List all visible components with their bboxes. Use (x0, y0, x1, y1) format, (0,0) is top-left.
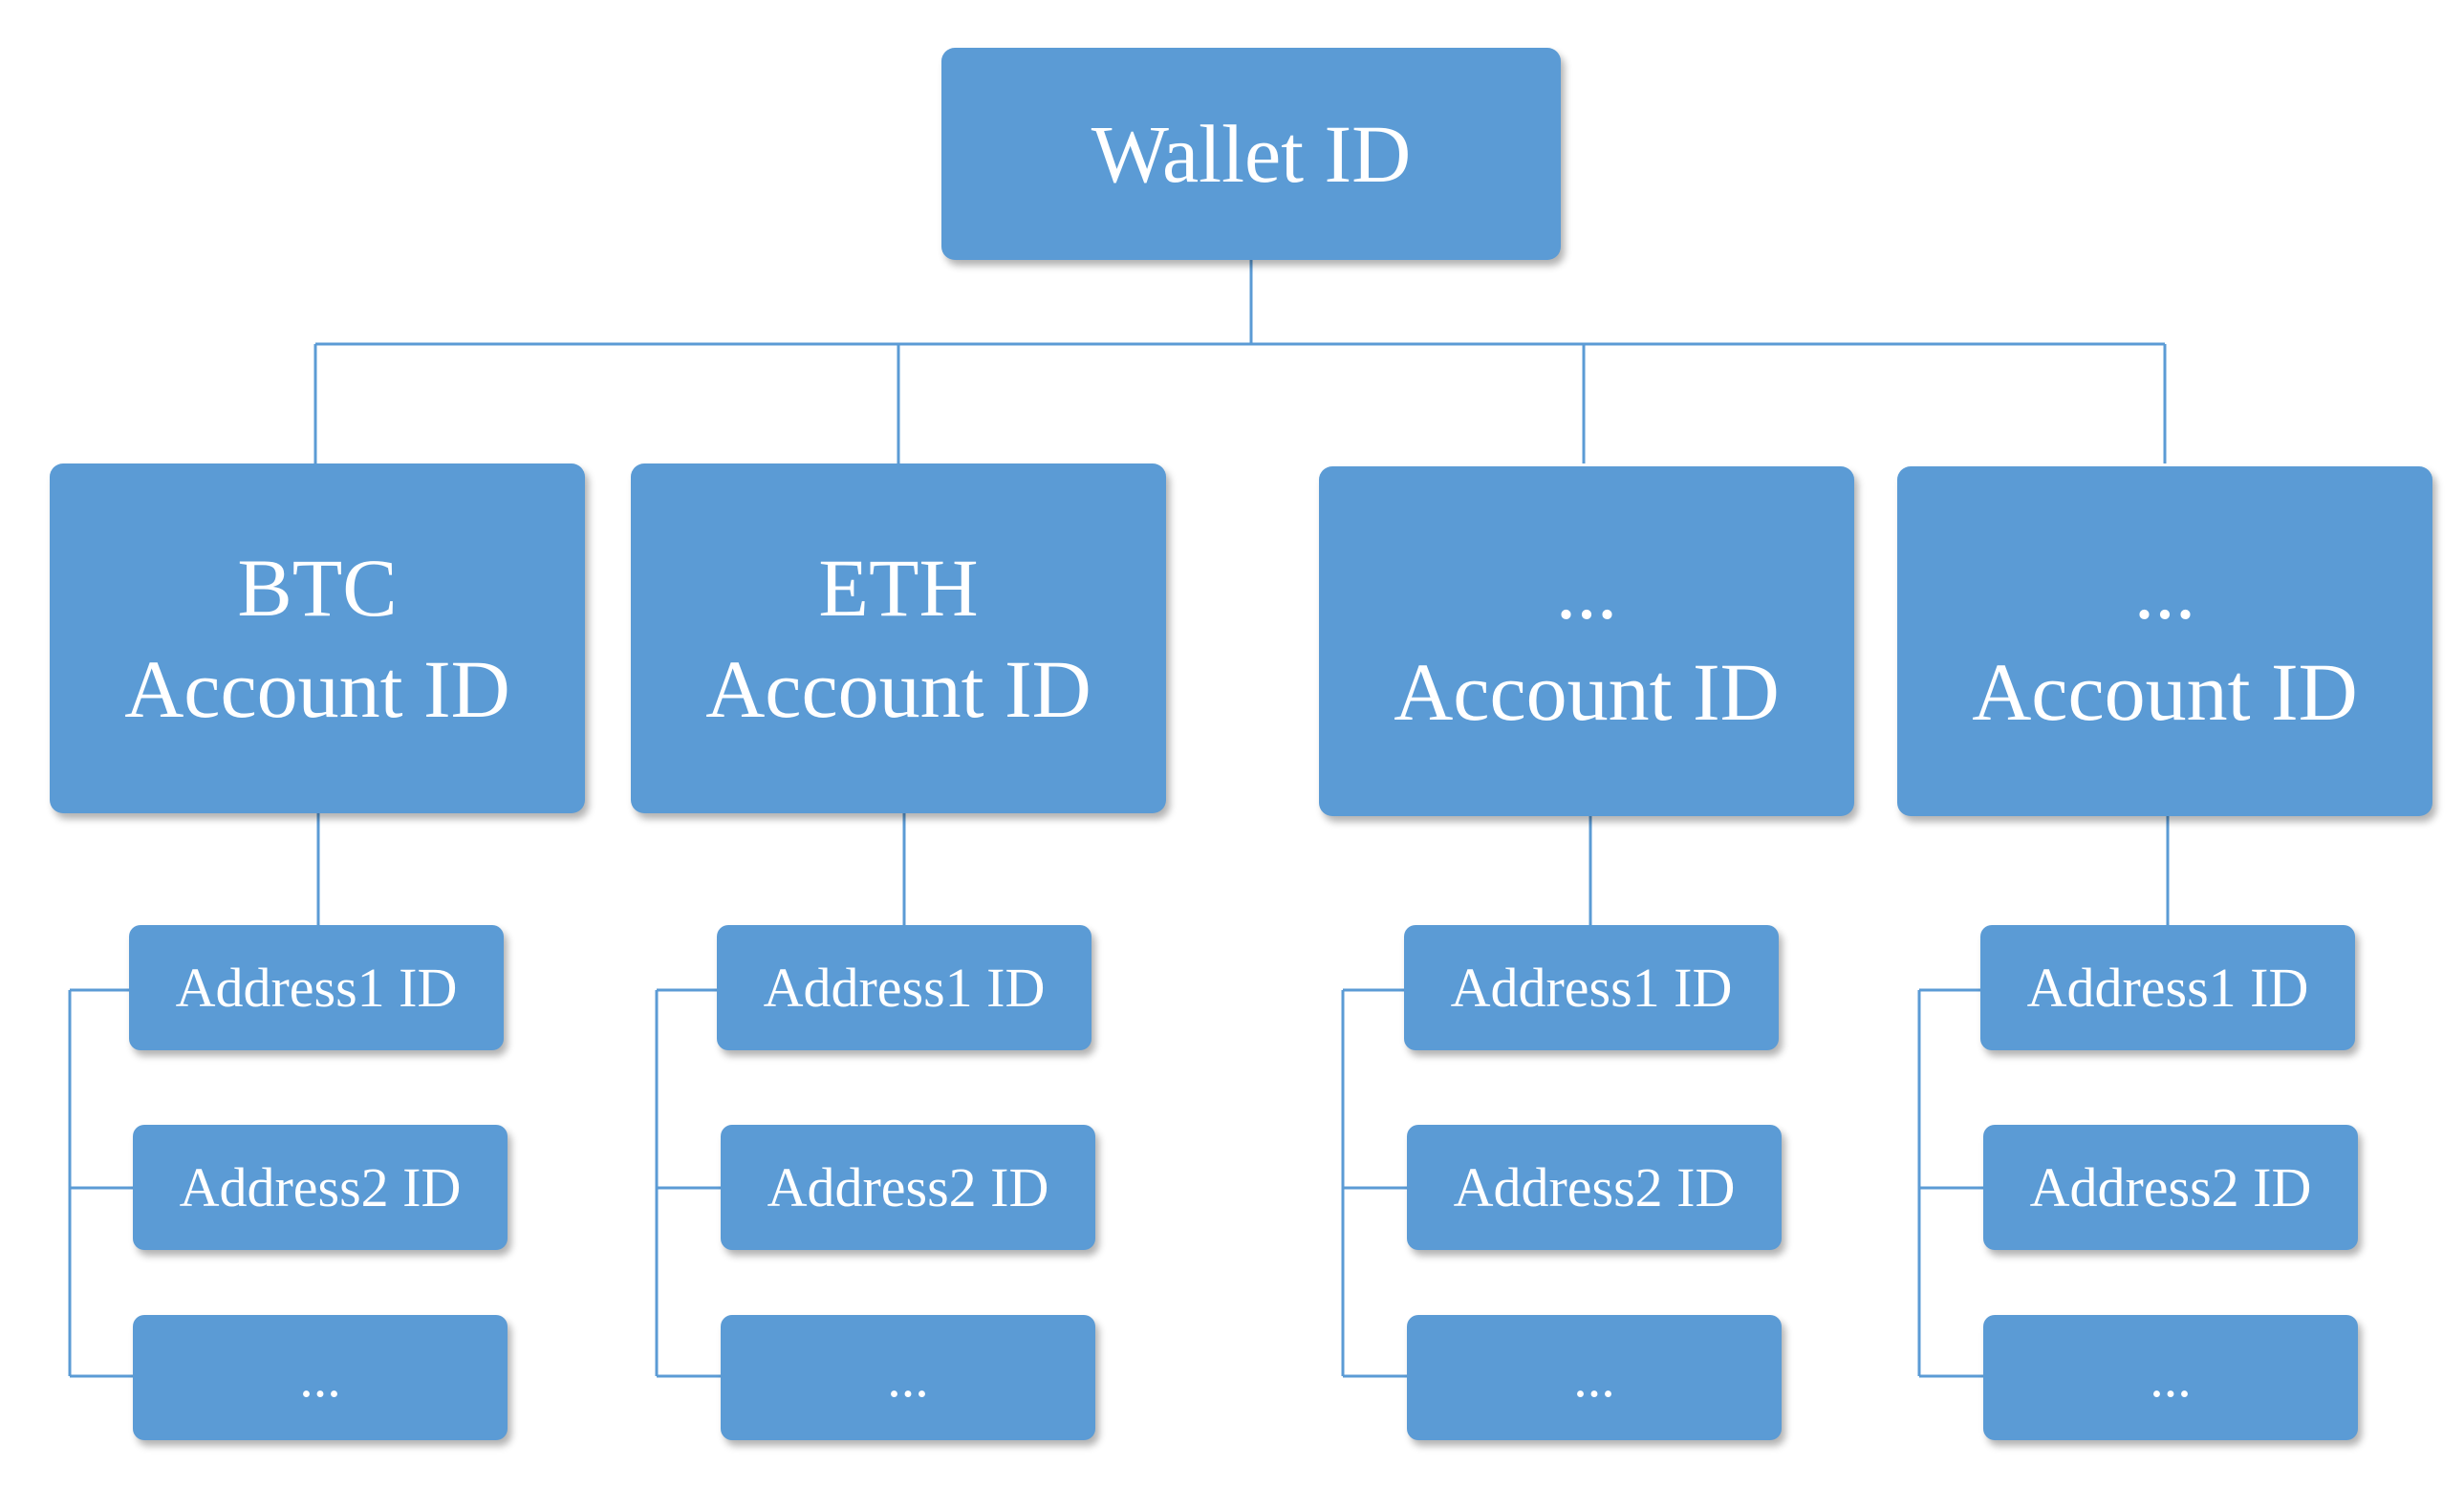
address-box: Address2 ID (721, 1125, 1095, 1250)
address-box: Address1 ID (129, 925, 504, 1050)
address-label: Address1 ID (2026, 957, 2309, 1019)
account-box-btc: BTC Account ID (50, 463, 585, 813)
account-coin-label: ... (2133, 545, 2196, 636)
address-label: Address1 ID (763, 957, 1046, 1019)
address-box: Address2 ID (133, 1125, 508, 1250)
address-box: Address2 ID (1407, 1125, 1782, 1250)
account-id-label: Account ID (1972, 646, 2358, 738)
address-box: ... (721, 1315, 1095, 1440)
address-label: Address2 ID (767, 1156, 1049, 1218)
account-id-label: Account ID (1394, 646, 1780, 738)
address-label: Address1 ID (175, 957, 458, 1019)
wallet-id-label: Wallet ID (1091, 108, 1412, 200)
account-id-label: Account ID (705, 643, 1092, 735)
address-label: Address2 ID (2029, 1156, 2312, 1218)
account-coin-label: ETH (818, 542, 979, 634)
address-box: ... (1983, 1315, 2358, 1440)
address-box: ... (133, 1315, 508, 1440)
address-box: Address1 ID (1980, 925, 2355, 1050)
address-label: Address1 ID (1450, 957, 1733, 1019)
address-label: ... (887, 1347, 929, 1409)
account-box-other-1: ... Account ID (1319, 466, 1854, 816)
address-label: ... (2150, 1347, 2192, 1409)
account-coin-label: ... (1555, 545, 1618, 636)
address-box: Address1 ID (1404, 925, 1779, 1050)
wallet-id-box: Wallet ID (941, 48, 1561, 260)
address-box: Address2 ID (1983, 1125, 2358, 1250)
address-label: Address2 ID (1453, 1156, 1736, 1218)
account-coin-label: BTC (237, 542, 398, 634)
address-label: ... (299, 1347, 341, 1409)
address-box: Address1 ID (717, 925, 1092, 1050)
address-box: ... (1407, 1315, 1782, 1440)
account-box-eth: ETH Account ID (631, 463, 1166, 813)
account-id-label: Account ID (124, 643, 510, 735)
address-label: ... (1573, 1347, 1615, 1409)
address-label: Address2 ID (179, 1156, 462, 1218)
account-box-other-2: ... Account ID (1897, 466, 2432, 816)
